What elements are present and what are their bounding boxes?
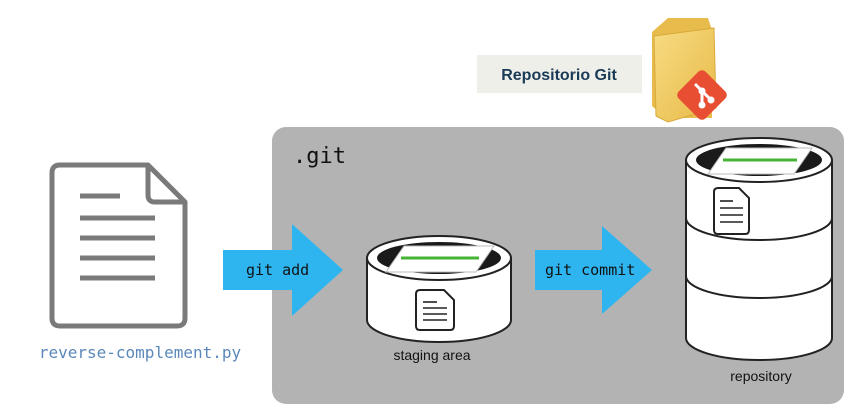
repo-badge-label: Repositorio Git bbox=[501, 67, 617, 84]
git-add-label: git add bbox=[246, 261, 309, 279]
git-add-arrow bbox=[223, 224, 343, 316]
git-commit-arrow bbox=[535, 226, 652, 314]
committed-document-icon bbox=[713, 187, 750, 235]
repository-label: repository bbox=[730, 368, 791, 384]
staged-document-icon bbox=[415, 289, 455, 331]
staging-area-label: staging area bbox=[393, 347, 470, 363]
repository-cylinder bbox=[685, 137, 833, 361]
file-icon bbox=[49, 162, 188, 329]
git-directory-label: .git bbox=[293, 144, 346, 169]
git-commit-label: git commit bbox=[545, 261, 635, 279]
file-name-label: reverse-complement.py bbox=[39, 343, 242, 362]
git-logo-icon bbox=[677, 70, 727, 120]
staging-area-cylinder bbox=[366, 235, 512, 343]
repo-badge bbox=[477, 55, 642, 93]
